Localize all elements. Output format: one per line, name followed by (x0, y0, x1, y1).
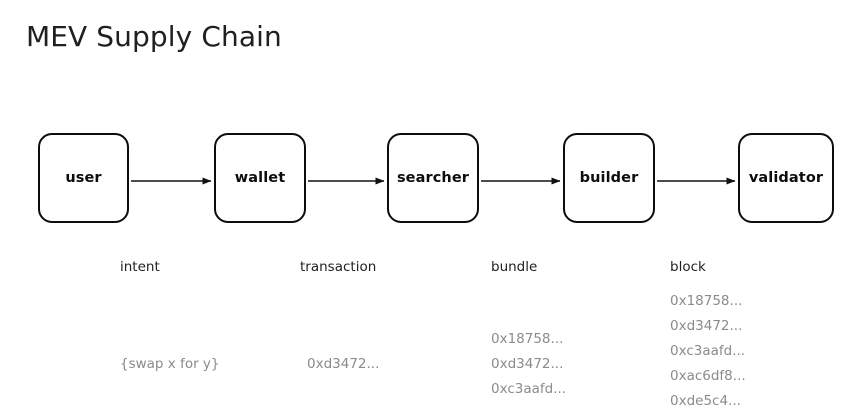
payload-item: 0xc3aafd... (670, 343, 746, 359)
edge-label-bundle: bundle (491, 259, 538, 275)
payload-list-transaction: 0xd3472... (307, 352, 379, 419)
page-title: MEV Supply Chain (26, 20, 282, 53)
payload-item: 0xac6df8... (670, 368, 746, 384)
payload-list-intent: {swap x for y} (120, 352, 220, 419)
edge-label-intent: intent (120, 259, 160, 275)
payload-list-bundle: 0x18758... 0xd3472... 0xc3aafd... (491, 327, 566, 419)
node-builder[interactable]: builder (563, 133, 655, 223)
payload-item: 0x18758... (670, 293, 743, 309)
node-wallet[interactable]: wallet (214, 133, 306, 223)
edge-label-block: block (670, 259, 706, 275)
payload-item: 0x18758... (491, 331, 564, 347)
payload-item: 0xd3472... (491, 356, 564, 372)
payload-list-block: 0x18758... 0xd3472... 0xc3aafd... 0xac6d… (670, 289, 746, 419)
payload-item: 0xd3472... (307, 356, 380, 372)
node-user[interactable]: user (38, 133, 129, 223)
payload-item: 0xd3472... (670, 318, 743, 334)
node-validator[interactable]: validator (738, 133, 834, 223)
edge-label-transaction: transaction (300, 259, 377, 275)
payload-item: {swap x for y} (120, 356, 220, 372)
node-searcher[interactable]: searcher (387, 133, 479, 223)
payload-item: 0xde5c4... (670, 393, 741, 409)
payload-item: 0xc3aafd... (491, 381, 567, 397)
